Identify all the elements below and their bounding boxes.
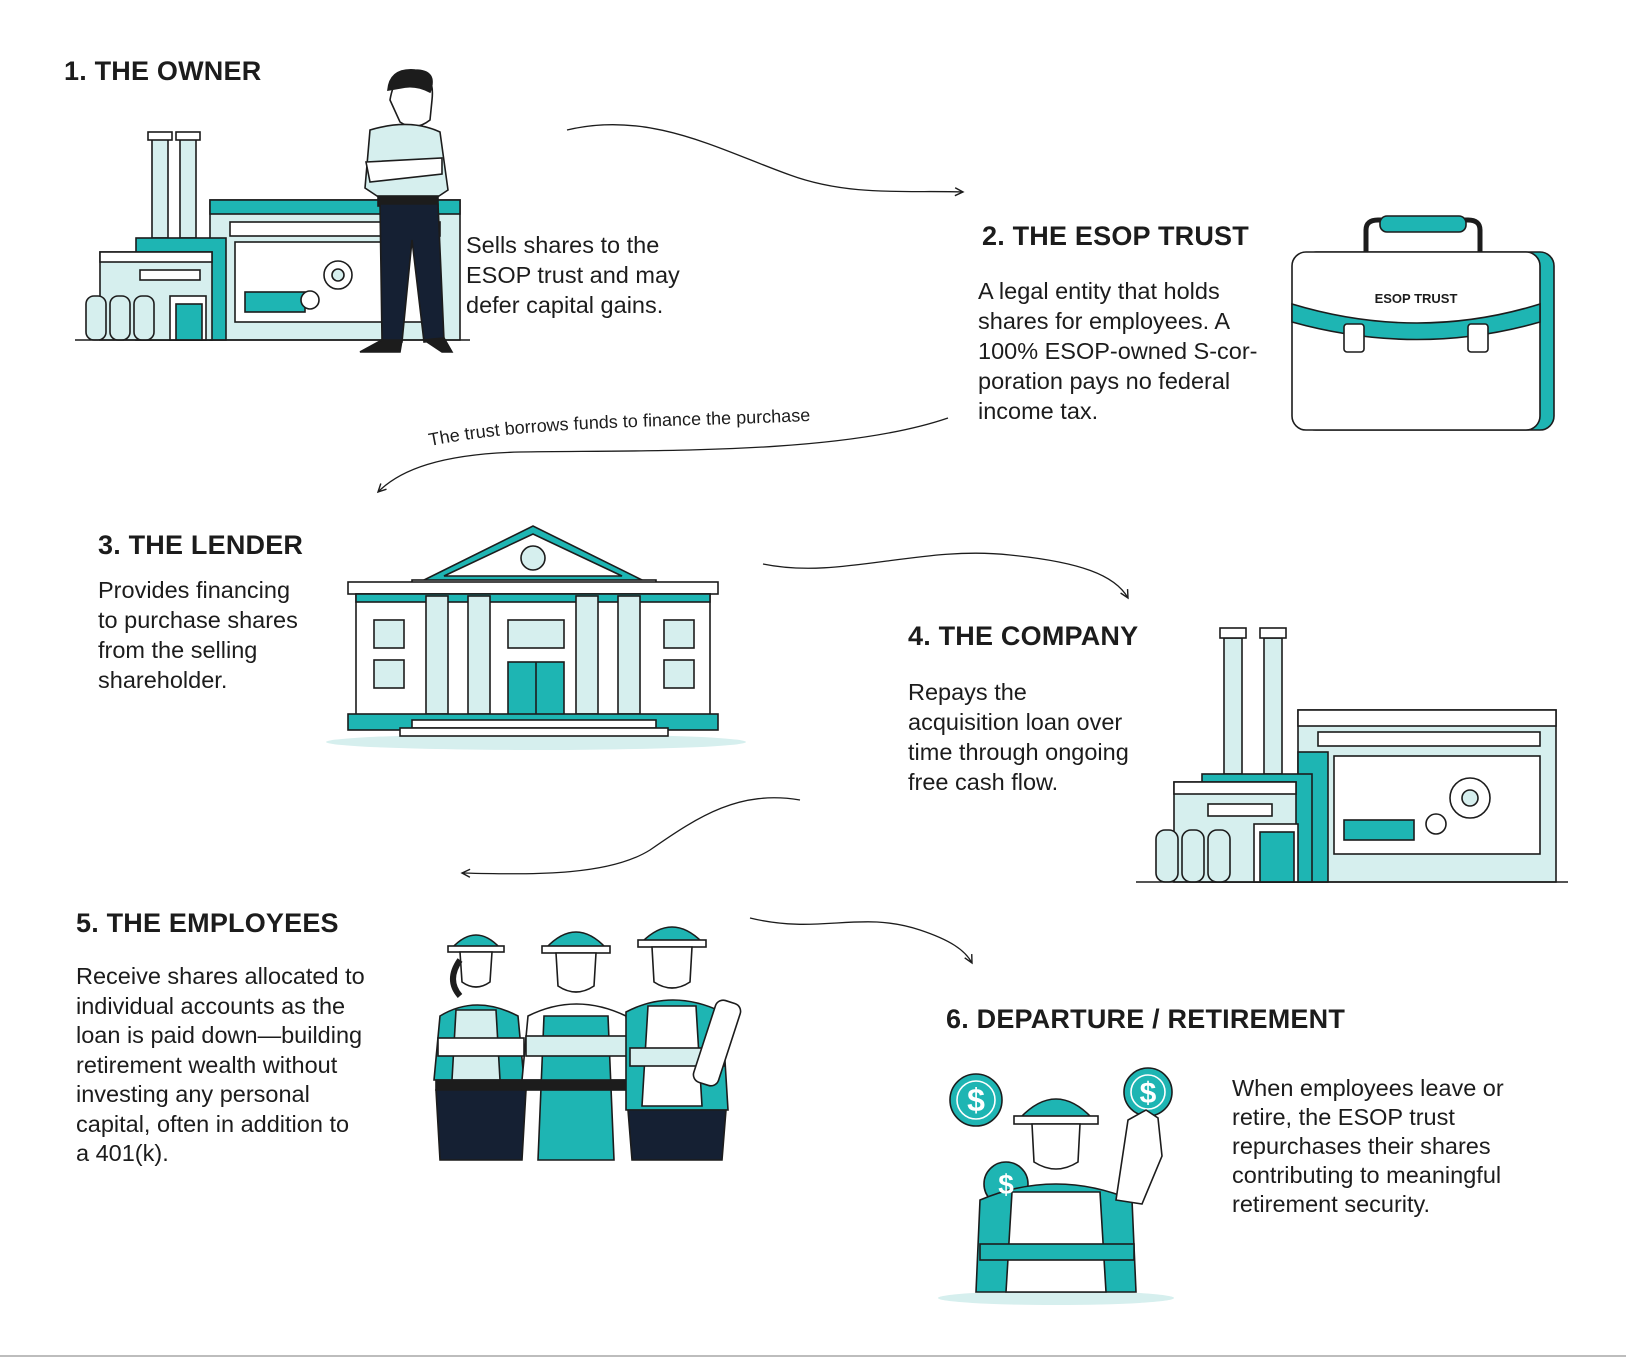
coin-symbol: $ bbox=[967, 1082, 985, 1118]
arrow-company-to-employees bbox=[460, 797, 801, 878]
briefcase-label: ESOP TRUST bbox=[1375, 291, 1458, 306]
owner-factory-illustration bbox=[75, 69, 470, 353]
step-4-title: 4. THE COMPANY bbox=[908, 621, 1139, 651]
step-3-title: 3. THE LENDER bbox=[98, 530, 304, 560]
arrow-lender-to-company bbox=[762, 552, 1129, 600]
arrow-trust-to-lender bbox=[376, 417, 949, 494]
arrow-caption: The trust borrows funds to finance the p… bbox=[427, 405, 811, 450]
step-1-title: 1. THE OWNER bbox=[64, 56, 262, 86]
employees-illustration bbox=[433, 926, 742, 1161]
step-5-title: 5. THE EMPLOYEES bbox=[76, 908, 339, 938]
retiree-illustration: $ $ $ bbox=[938, 1067, 1174, 1305]
arrow-employees-to-departure bbox=[749, 917, 973, 965]
briefcase-illustration: ESOP TRUST bbox=[1291, 215, 1555, 431]
coin-symbol: $ bbox=[1140, 1077, 1157, 1110]
step-2-title: 2. THE ESOP TRUST bbox=[982, 221, 1249, 251]
bottom-divider bbox=[0, 1355, 1626, 1357]
company-factory-illustration bbox=[1136, 627, 1568, 883]
coin-symbol: $ bbox=[998, 1169, 1014, 1200]
bank-illustration bbox=[326, 525, 746, 750]
step-6-title: 6. DEPARTURE / RETIREMENT bbox=[946, 1004, 1346, 1034]
arrow-owner-to-trust bbox=[566, 123, 965, 197]
